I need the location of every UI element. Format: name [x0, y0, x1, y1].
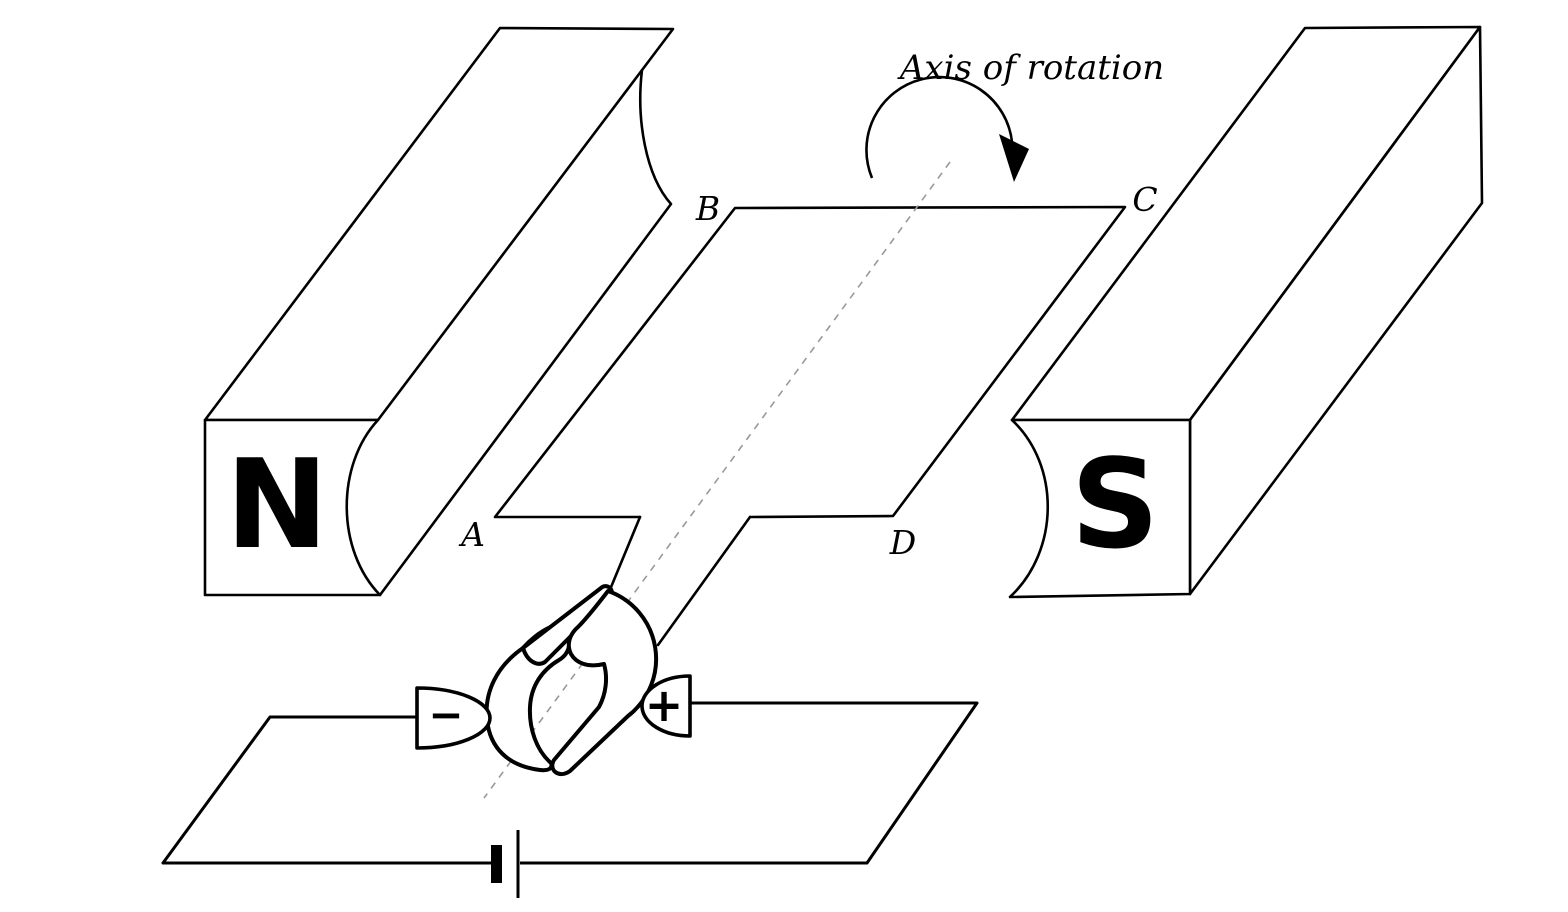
label-north-pole: N	[226, 434, 329, 577]
coil-label-d: D	[889, 523, 916, 562]
coil-label-c: C	[1132, 180, 1157, 219]
magnet-north-front-face	[203, 418, 382, 597]
armature-coil	[493, 205, 1127, 647]
wire-positive-side	[520, 701, 979, 865]
battery	[491, 830, 520, 898]
magnet-south	[1008, 25, 1484, 599]
label-south-pole: S	[1071, 434, 1160, 577]
commutator-segment-right	[550, 589, 659, 777]
axis-dashed-line	[483, 161, 951, 799]
brush-positive-label: +	[645, 678, 684, 732]
coil-lead-right	[656, 515, 752, 647]
coil-label-b: B	[695, 189, 720, 228]
magnet-north	[203, 26, 675, 597]
brush-negative: −	[415, 686, 492, 750]
brush-negative-body	[415, 686, 492, 750]
brush-positive-body	[640, 674, 692, 738]
magnet-south-front-face	[1008, 418, 1192, 599]
commutator	[484, 584, 659, 777]
circuit-wires	[161, 701, 979, 865]
axis-label: Axis of rotation	[897, 48, 1164, 88]
brush-negative-label: −	[428, 690, 463, 739]
coil-loop	[493, 205, 1127, 519]
magnet-north-top-face	[203, 26, 675, 422]
magnet-north-scoop-edge	[378, 68, 673, 597]
coil-label-a: A	[458, 515, 485, 554]
rotation-arrow-arc	[865, 75, 1014, 179]
rotation-arrow	[865, 75, 1029, 182]
rotation-arrowhead-icon	[999, 134, 1029, 182]
brush-positive: +	[640, 674, 692, 738]
coil-lead-left	[607, 515, 642, 594]
wire-negative-side	[161, 715, 491, 865]
